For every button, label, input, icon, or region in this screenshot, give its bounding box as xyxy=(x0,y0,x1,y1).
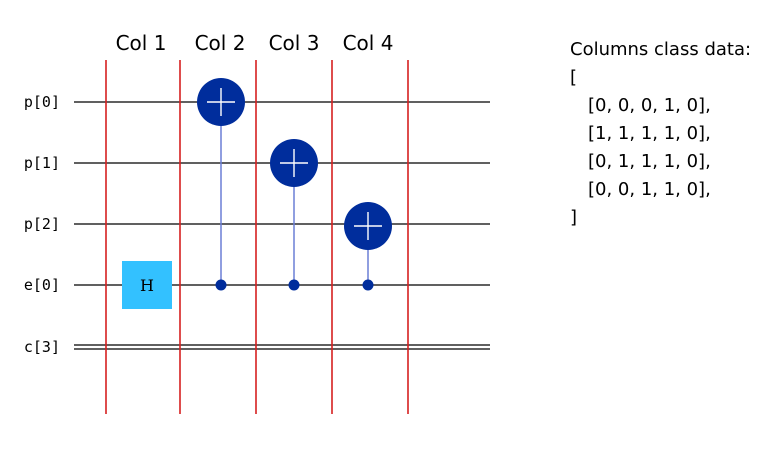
cnot-gate-2 xyxy=(270,139,318,291)
hadamard-box xyxy=(122,261,172,309)
panel-row-4: [0, 0, 1, 1, 0], xyxy=(588,179,711,200)
wire-label-c3: c[3] xyxy=(24,338,60,356)
panel-title: Columns class data: xyxy=(570,39,752,60)
hadamard-label: H xyxy=(140,276,154,295)
columns-class-data-panel: Columns class data: [ [0, 0, 0, 1, 0], [… xyxy=(570,36,770,232)
cnot-gate-3 xyxy=(344,202,392,291)
column-label-2: Col 2 xyxy=(195,31,246,55)
cnot-2-control-dot xyxy=(288,279,300,291)
wire-label-p2: p[2] xyxy=(24,215,60,233)
panel-row-2: [1, 1, 1, 1, 0], xyxy=(588,123,711,144)
wire-label-e0: e[0] xyxy=(24,276,60,294)
cnot-gate-1 xyxy=(197,78,245,291)
column-label-3: Col 3 xyxy=(269,31,320,55)
cnot-3-control-dot xyxy=(362,279,374,291)
panel-row-3: [0, 1, 1, 1, 0], xyxy=(588,151,711,172)
cnot-1-control-dot xyxy=(215,279,227,291)
hadamard-gate: H xyxy=(122,261,172,309)
panel-close-bracket: ] xyxy=(570,207,578,228)
wire-label-p0: p[0] xyxy=(24,93,60,111)
panel-row-1: [0, 0, 0, 1, 0], xyxy=(588,95,711,116)
column-label-1: Col 1 xyxy=(116,31,167,55)
column-label-4: Col 4 xyxy=(343,31,394,55)
wire-label-p1: p[1] xyxy=(24,154,60,172)
panel-open-bracket: [ xyxy=(570,67,578,88)
